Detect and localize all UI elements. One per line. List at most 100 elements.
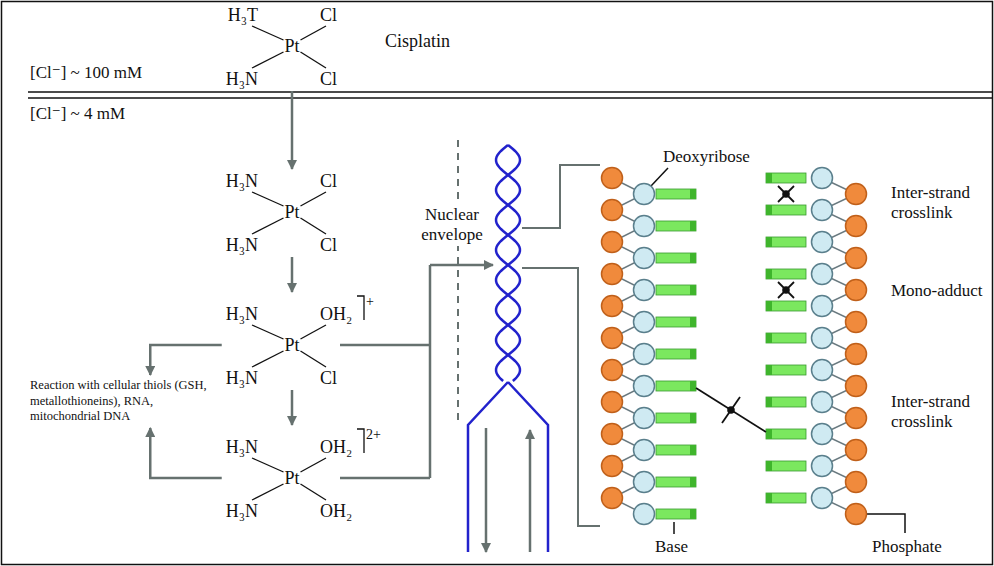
replication-fork <box>468 382 548 552</box>
ligand-text: H₃N <box>226 172 258 190</box>
ligand-text: Cl <box>320 369 337 387</box>
base-cap <box>690 253 696 263</box>
bond-line <box>252 458 283 472</box>
base-bar <box>656 477 696 487</box>
deoxyribose-circle <box>634 344 655 365</box>
platinum-dot <box>782 286 790 294</box>
feed-line <box>340 344 430 347</box>
crosslink-line <box>696 388 766 432</box>
base-bar <box>656 381 696 391</box>
base-bar <box>656 317 696 327</box>
base-bar <box>656 189 696 199</box>
ligand-text: Cl <box>320 172 337 190</box>
adduct-line <box>778 186 794 202</box>
deoxyribose-circle <box>634 312 655 333</box>
platinum-text: Pt <box>284 469 299 487</box>
concentration-label: [Cl⁻] ~ 4 mM <box>30 104 125 124</box>
ligand-text: H₃T <box>228 6 258 24</box>
platinum-dot <box>727 406 735 414</box>
phosphate-circle <box>846 440 867 461</box>
molecule-node: H₃TClPtH₃NClCisplatin <box>202 1 472 91</box>
zoom-lines <box>522 165 600 526</box>
base-bar <box>656 221 696 231</box>
bond-line <box>252 192 283 206</box>
base-cap <box>766 461 772 471</box>
deoxyribose-circle <box>812 488 833 509</box>
base-cap <box>766 301 772 311</box>
phosphate-circle <box>846 312 867 333</box>
deoxyribose-circle <box>634 184 655 205</box>
bonds <box>252 26 364 500</box>
adduct-line <box>778 282 794 298</box>
ligand-text: OH₂ <box>320 438 352 456</box>
part-label: Deoxyribose <box>663 147 750 167</box>
adduct-line <box>778 282 794 298</box>
phosphate-circle <box>602 392 623 413</box>
phosphate-circle <box>846 280 867 301</box>
base-bar <box>656 445 696 455</box>
part-label: Phosphate <box>872 537 942 557</box>
base-bar <box>766 397 806 407</box>
phosphate-circle <box>602 424 623 445</box>
zoom-line <box>522 165 600 228</box>
deoxyribose-circle <box>634 440 655 461</box>
base-bar <box>766 333 806 343</box>
base-cap <box>766 365 772 375</box>
phosphate-circle <box>602 232 623 253</box>
feed-arrow <box>430 264 493 267</box>
platinum-text: Pt <box>284 203 299 221</box>
fork-strand <box>468 382 508 552</box>
base-cap <box>690 285 696 295</box>
deoxyribose-circle <box>634 504 655 525</box>
part-label: Nuclear envelope <box>412 205 492 246</box>
part-label: Inter-strand crosslink <box>891 392 989 433</box>
reaction-arrow <box>150 345 221 375</box>
bond-line <box>252 218 283 234</box>
base-bar <box>766 493 806 503</box>
phosphate-circle <box>602 488 623 509</box>
base-cap <box>690 509 696 519</box>
feed-line <box>340 477 430 480</box>
charge-bracket <box>357 429 364 453</box>
bond-line <box>252 351 283 367</box>
deoxyribose-circle <box>812 200 833 221</box>
leader-line <box>673 522 675 534</box>
ligand-text: H₃N <box>226 438 258 456</box>
base-bar <box>656 285 696 295</box>
replication-arrow <box>485 428 488 552</box>
feed-line <box>429 265 432 478</box>
base-cap <box>766 269 772 279</box>
deoxyribose-circle <box>812 232 833 253</box>
phosphate-circle <box>602 360 623 381</box>
charge-text: 2+ <box>366 428 381 442</box>
base-cap <box>766 333 772 343</box>
base-cap <box>690 349 696 359</box>
base-cap <box>690 477 696 487</box>
ligand-text: Cl <box>320 70 337 88</box>
base-cap <box>766 237 772 247</box>
ligand-text: H₃N <box>226 70 258 88</box>
part-label: Inter-strand crosslink <box>891 183 989 224</box>
reaction-arrow <box>291 390 294 425</box>
base-cap <box>690 445 696 455</box>
replication-arrow <box>529 430 532 552</box>
deoxyribose-circle <box>634 472 655 493</box>
base-bar <box>656 509 696 519</box>
base-bar <box>766 269 806 279</box>
molecule-node: H₃NOH₂+PtH₃NCl <box>202 300 392 390</box>
base-bar <box>766 173 806 183</box>
part-label: Mono-adduct <box>891 281 983 301</box>
base-bar <box>766 365 806 375</box>
base-cap <box>690 317 696 327</box>
deoxyribose-circle <box>812 424 833 445</box>
phosphate-circle <box>602 200 623 221</box>
concentration-label: [Cl⁻] ~ 100 mM <box>30 63 142 83</box>
base-bar <box>766 205 806 215</box>
bond-line <box>301 484 326 500</box>
bond-line <box>301 26 326 40</box>
bond-line <box>252 484 283 500</box>
deoxyribose-circle <box>812 264 833 285</box>
base-cap <box>766 429 772 439</box>
